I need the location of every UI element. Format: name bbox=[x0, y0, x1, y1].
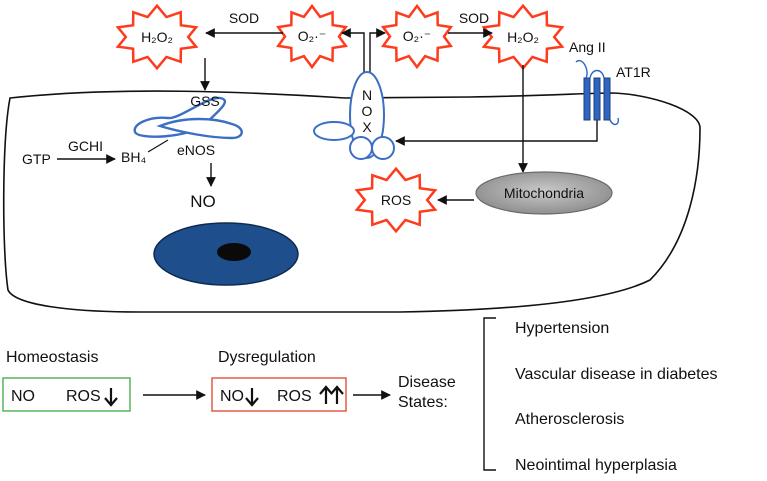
dysregulation-title: Dysregulation bbox=[218, 349, 316, 366]
nox-letter-o: O bbox=[362, 103, 373, 119]
dysregulation-box bbox=[211, 377, 347, 412]
nox-superoxide-connector bbox=[341, 28, 386, 85]
at1r-to-nox-arrow bbox=[395, 120, 598, 146]
at1r-receptor bbox=[575, 59, 620, 126]
homeostasis-ros: ROS bbox=[66, 388, 101, 405]
sod-right-label: SOD bbox=[459, 10, 489, 26]
down-arrow-icon bbox=[245, 388, 259, 407]
disease-label-line2: States: bbox=[398, 394, 448, 411]
enos-complex bbox=[133, 96, 243, 140]
disease-item: Neointimal hyperplasia bbox=[515, 457, 677, 474]
dysregulation-ros: ROS bbox=[277, 388, 312, 405]
down-arrow-icon bbox=[104, 388, 118, 407]
homeostasis-no: NO bbox=[11, 388, 35, 405]
homeostasis-box bbox=[2, 377, 131, 412]
h2o2-left-label: H₂O₂ bbox=[141, 29, 173, 45]
no-product-label: NO bbox=[190, 192, 216, 211]
dysregulation-no: NO bbox=[220, 388, 244, 405]
homeostasis-title: Homeostasis bbox=[6, 349, 98, 366]
o2-right-label: O₂·⁻ bbox=[403, 28, 431, 44]
gtp-label: GTP bbox=[22, 151, 51, 167]
o2-left-burst: O₂·⁻ bbox=[275, 3, 349, 70]
ros-burst: ROS bbox=[354, 166, 438, 234]
bh4-connector bbox=[147, 139, 169, 153]
enos-label: eNOS bbox=[177, 142, 215, 158]
h2o2-right-burst: H₂O₂ bbox=[481, 3, 565, 71]
mitochondria bbox=[475, 171, 613, 215]
o2-right-burst: O₂·⁻ bbox=[380, 3, 454, 70]
disease-item: Atherosclerosis bbox=[515, 411, 624, 428]
nox-letter-n: N bbox=[362, 87, 372, 103]
mitochondria-label: Mitochondria bbox=[504, 185, 584, 201]
disease-item: Vascular disease in diabetes bbox=[515, 366, 718, 383]
bh4-label: BH₄ bbox=[121, 149, 146, 165]
h2o2-right-label: H₂O₂ bbox=[507, 29, 539, 45]
nox-complex bbox=[313, 71, 395, 160]
h2o2-left-burst: H₂O₂ bbox=[115, 3, 199, 71]
nox-letter-x: X bbox=[362, 119, 372, 135]
disease-item: Hypertension bbox=[515, 320, 609, 337]
ang2-label: Ang II bbox=[569, 39, 606, 55]
sod-left-label: SOD bbox=[229, 10, 259, 26]
double-up-arrow-icon bbox=[319, 385, 344, 404]
ros-label: ROS bbox=[381, 192, 411, 208]
disease-label-line1: Disease bbox=[398, 374, 456, 391]
gchi-label: GCHI bbox=[68, 138, 103, 154]
gss-label: GSS bbox=[190, 93, 220, 109]
disease-bracket bbox=[483, 317, 496, 471]
o2-left-label: O₂·⁻ bbox=[298, 28, 326, 44]
at1r-label: AT1R bbox=[616, 64, 651, 80]
nucleolus bbox=[217, 243, 251, 261]
